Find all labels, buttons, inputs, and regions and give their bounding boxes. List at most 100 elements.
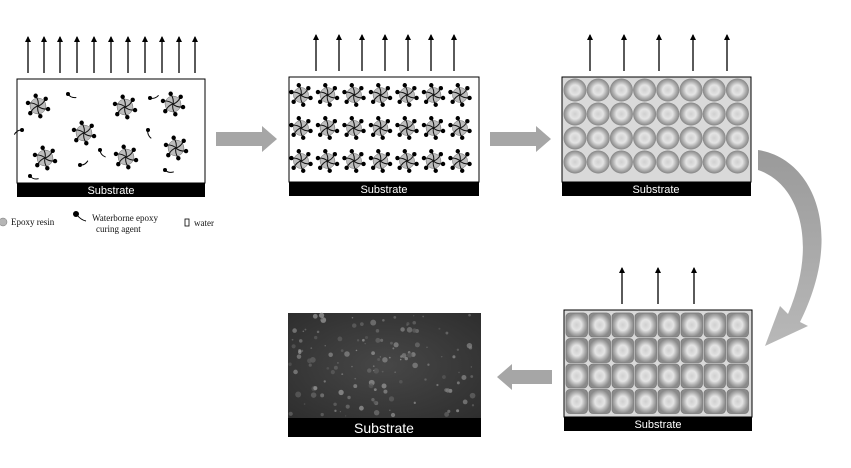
- speckle: [308, 363, 312, 367]
- deformed-particle: [634, 312, 657, 338]
- sphere: [563, 126, 587, 150]
- deformed-particle: [657, 363, 680, 389]
- speckle: [371, 397, 375, 402]
- evaporation-arrows-2: [313, 34, 457, 71]
- sphere: [586, 78, 610, 102]
- speckle: [310, 347, 313, 349]
- curing-agent: [13, 128, 24, 135]
- legend: Epoxy resin Waterborne epoxy curing agen…: [0, 211, 214, 234]
- speckle: [373, 388, 377, 392]
- speckle: [360, 322, 364, 326]
- speckle: [320, 393, 325, 398]
- speckle: [372, 365, 375, 367]
- sphere: [609, 150, 633, 174]
- packed-particles: [289, 83, 472, 173]
- speckle: [414, 342, 420, 348]
- epoxy-particle: [368, 83, 393, 107]
- speckle: [338, 389, 344, 396]
- evaporation-arrows-4: [619, 267, 697, 304]
- epoxy-particle: [113, 144, 139, 170]
- deformed-particle: [703, 363, 726, 389]
- speckle: [445, 388, 451, 393]
- speckle: [334, 409, 337, 412]
- speckle: [358, 405, 364, 411]
- speckle: [462, 399, 468, 405]
- speckle: [339, 410, 342, 413]
- panel-packing: Substrate: [288, 34, 480, 196]
- substrate-1-label: Substrate: [87, 185, 134, 197]
- epoxy-particle: [368, 116, 393, 140]
- deformed-particle: [588, 338, 611, 363]
- sphere: [725, 102, 749, 126]
- speckle: [390, 341, 393, 345]
- sphere: [679, 102, 703, 126]
- sphere: [609, 102, 633, 126]
- substrate-4: [564, 417, 752, 431]
- micrograph: [288, 313, 481, 418]
- curing-agent: [66, 92, 77, 99]
- speckle: [292, 328, 297, 333]
- sphere: [702, 150, 726, 174]
- speckle: [456, 409, 460, 413]
- evaporation-arrows-1: [25, 36, 198, 73]
- speckle: [364, 343, 366, 345]
- substrate-1: [17, 183, 205, 197]
- speckle: [313, 386, 318, 391]
- speckle: [296, 354, 302, 359]
- speckle: [399, 358, 402, 361]
- speckle: [469, 392, 476, 399]
- sphere: [702, 126, 726, 150]
- speckle: [381, 383, 387, 389]
- speckle: [298, 349, 302, 352]
- sphere: [633, 126, 657, 150]
- speckle: [422, 315, 425, 318]
- speckle: [388, 396, 395, 402]
- speckle: [447, 409, 451, 413]
- speckle: [388, 409, 391, 412]
- epoxy-particle: [421, 149, 446, 173]
- speckle: [445, 331, 449, 335]
- speckle: [407, 352, 413, 358]
- speckle: [291, 338, 294, 341]
- speckle: [295, 391, 302, 398]
- epoxy-particle: [395, 83, 419, 107]
- deformed-particle: [726, 338, 749, 363]
- deformed-particle: [657, 389, 680, 414]
- sphere: [679, 78, 703, 102]
- speckle: [330, 370, 335, 375]
- deformed-particle: [726, 389, 749, 414]
- epoxy-particle: [32, 145, 58, 171]
- speckle: [337, 362, 339, 364]
- substrate-5-label: Substrate: [354, 420, 414, 436]
- speckle: [412, 328, 417, 333]
- speckle: [303, 403, 306, 405]
- process-arrow-1: [216, 126, 277, 152]
- deformed-particle: [565, 363, 588, 389]
- epoxy-particle: [421, 116, 446, 140]
- deformed-particle: [680, 363, 703, 389]
- epoxy-particle: [160, 91, 186, 117]
- speckle: [375, 337, 381, 343]
- speckle: [367, 368, 372, 373]
- speckle: [377, 358, 381, 362]
- deformed-particle: [703, 389, 726, 414]
- curing-agent: [28, 174, 39, 180]
- speckle: [354, 377, 357, 380]
- deformed-particle: [634, 338, 657, 363]
- speckle: [456, 348, 460, 351]
- speckle: [413, 401, 416, 404]
- epoxy-particle: [342, 116, 366, 140]
- epoxy-particle: [289, 83, 313, 107]
- deformed-particle: [726, 312, 749, 338]
- speckle: [364, 336, 369, 340]
- substrate-4-label: Substrate: [634, 419, 681, 431]
- speckle: [461, 375, 467, 381]
- curing-agent-icon: [73, 211, 87, 222]
- speckle: [345, 404, 350, 409]
- sphere: [609, 78, 633, 102]
- curing-agent: [78, 160, 89, 167]
- curing-agent: [146, 128, 152, 139]
- speckle: [310, 392, 317, 398]
- speckle: [328, 352, 333, 357]
- speckle: [406, 324, 408, 326]
